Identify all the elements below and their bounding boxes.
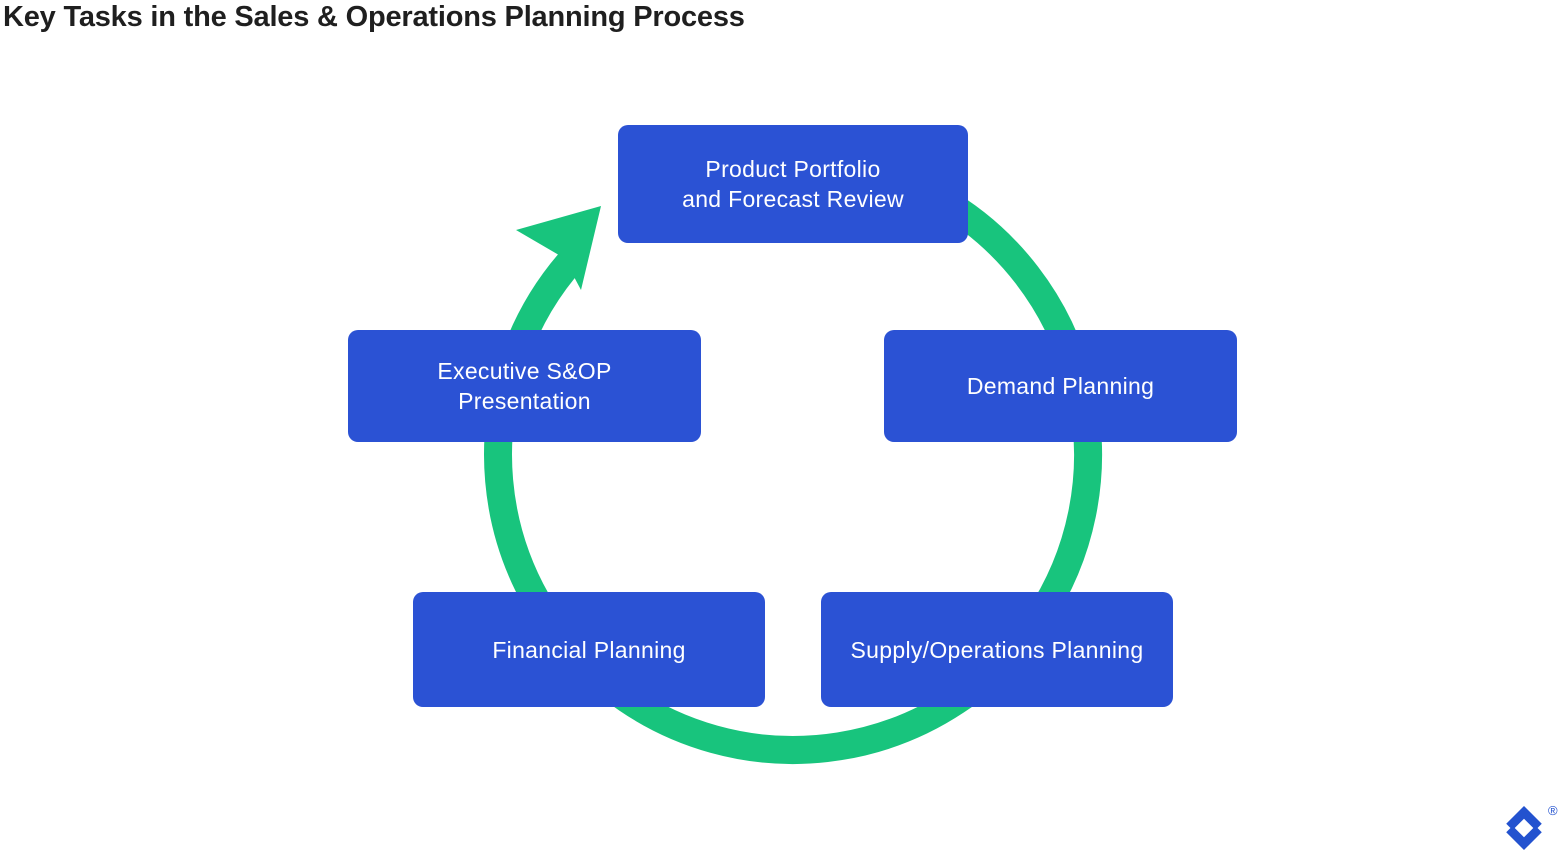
toptal-logomark-lower-chevron [1506, 825, 1542, 850]
registered-trademark-symbol: ® [1548, 803, 1558, 818]
node-demand-planning: Demand Planning [884, 330, 1237, 442]
node-label: Product Portfolio [705, 156, 881, 182]
toptal-logo: ® [1498, 800, 1560, 852]
node-executive-sop-presentation: Executive S&OP Presentation [348, 330, 701, 442]
toptal-logomark-upper-chevron [1506, 806, 1542, 831]
node-financial-planning: Financial Planning [413, 592, 765, 707]
node-supply-operations-planning: Supply/Operations Planning [821, 592, 1173, 707]
node-label: and Forecast Review [682, 186, 904, 212]
node-product-portfolio-and-forecast-review: Product Portfolio and Forecast Review [618, 125, 968, 243]
arrowhead-icon [516, 206, 601, 290]
node-label: Supply/Operations Planning [850, 636, 1144, 663]
toptal-logomark-icon [1506, 806, 1542, 850]
node-label: Demand Planning [966, 373, 1155, 399]
page-title: Key Tasks in the Sales & Operations Plan… [3, 1, 745, 33]
node-label: Executive S&OP [437, 358, 612, 384]
node-label: Presentation [458, 388, 591, 414]
node-label: Financial Planning [492, 636, 686, 663]
